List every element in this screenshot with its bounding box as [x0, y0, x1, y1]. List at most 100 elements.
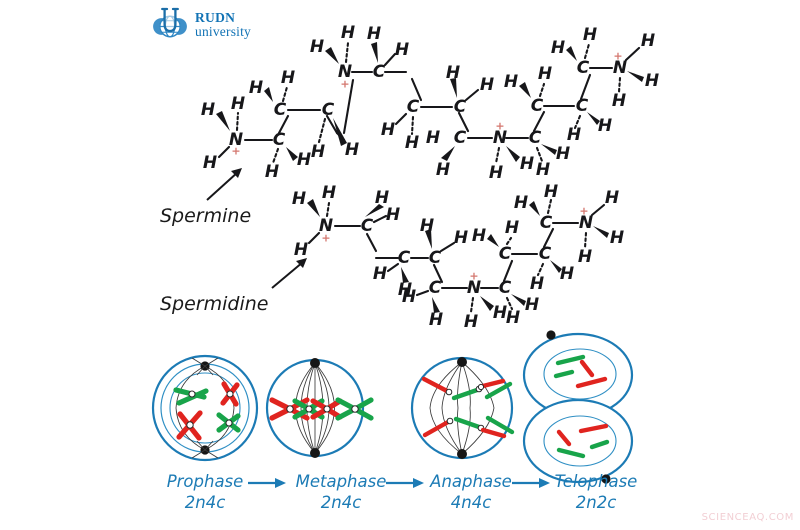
spermine-carbon-2: C H H: [249, 68, 295, 120]
phase-ploidy-prophase: 2n4c: [184, 492, 226, 512]
svg-text:C: C: [539, 244, 552, 264]
spermine-label: Spermine: [160, 205, 252, 227]
svg-text:H: H: [311, 142, 325, 162]
svg-text:N: N: [579, 213, 593, 233]
svg-text:H: H: [426, 128, 440, 148]
svg-text:H: H: [560, 264, 574, 284]
svg-text:H: H: [506, 308, 520, 328]
phase-ploidy-anaphase: 4n4c: [450, 492, 492, 512]
flow-arrow-3: [512, 478, 550, 488]
watermark: SCIENCEAQ.COM: [701, 512, 794, 523]
svg-text:H: H: [454, 228, 468, 248]
svg-text:N: N: [338, 62, 352, 82]
prophase-centrosome-bottom: [191, 440, 219, 459]
prophase-cell: [151, 354, 259, 462]
svg-text:H: H: [544, 182, 558, 202]
rudn-logo: RUDN university: [152, 6, 251, 44]
spermine-nitrogen-2: N + H H: [310, 23, 355, 91]
svg-text:H: H: [605, 188, 619, 208]
spermine-carbon-6: C H H: [446, 63, 494, 117]
svg-text:H: H: [598, 116, 612, 136]
phase-label-telophase: Telophase 2n2c: [540, 472, 652, 513]
svg-text:C: C: [407, 97, 420, 117]
spermidine-label: Spermidine: [160, 293, 269, 315]
spermine-carbon-7: C H H: [426, 128, 467, 180]
spermidine-carbon-5: C H H: [499, 278, 539, 328]
svg-text:H: H: [536, 160, 550, 180]
phase-name-prophase: Prophase: [166, 472, 244, 491]
metaphase-chromosomes: [269, 397, 374, 421]
svg-text:H: H: [446, 63, 460, 83]
flow-arrow-1: [248, 478, 286, 488]
svg-text:H: H: [386, 205, 400, 225]
svg-text:H: H: [265, 162, 279, 182]
svg-text:N: N: [467, 278, 481, 298]
svg-text:H: H: [310, 37, 324, 57]
spermidine-pointer-arrow: [271, 258, 307, 289]
phase-name-telophase: Telophase: [554, 472, 638, 491]
svg-text:H: H: [429, 310, 443, 330]
svg-text:H: H: [341, 23, 355, 43]
svg-text:H: H: [381, 120, 395, 140]
metaphase-cell: [265, 358, 374, 458]
svg-text:H: H: [578, 247, 592, 267]
telophase-daughter-cell-bottom: [522, 398, 634, 484]
spermine-nitrogen-3: N + H H: [489, 120, 534, 184]
flow-arrow-2: [386, 478, 424, 488]
svg-text:H: H: [294, 240, 308, 260]
svg-text:H: H: [641, 31, 655, 51]
svg-text:N: N: [229, 130, 243, 150]
svg-text:N: N: [613, 58, 627, 78]
svg-text:C: C: [576, 96, 589, 116]
svg-text:H: H: [525, 295, 539, 315]
spermine-structure: N + H H H C H H C H H: [201, 23, 659, 183]
telophase-chromosomes-top: [553, 354, 608, 389]
spermidine-carbon-3: C H H: [420, 216, 468, 268]
svg-text:H: H: [297, 150, 311, 170]
phase-name-metaphase: Metaphase: [295, 472, 387, 491]
svg-text:H: H: [530, 274, 544, 294]
svg-text:C: C: [429, 278, 442, 298]
svg-text:C: C: [531, 96, 544, 116]
spermine-carbon-10: C H H: [567, 96, 612, 145]
phase-label-anaphase: Anaphase 4n4c: [416, 472, 526, 513]
svg-text:+: +: [469, 270, 478, 283]
svg-text:+: +: [495, 120, 504, 133]
svg-text:H: H: [520, 154, 534, 174]
svg-text:C: C: [540, 213, 553, 233]
prophase-chromosomes: [173, 381, 241, 441]
spermidine-carbon-7: C H H: [530, 244, 574, 294]
phase-ploidy-telophase: 2n2c: [575, 492, 617, 512]
anaphase-chromosomes: [421, 376, 515, 439]
logo-subtitle: university: [195, 24, 251, 39]
spermidine-carbon-1: C H H: [361, 188, 400, 236]
svg-text:H: H: [489, 163, 503, 183]
svg-text:H: H: [405, 133, 419, 153]
spermine-carbon-11: C H H: [551, 25, 597, 78]
svg-text:H: H: [367, 24, 381, 44]
svg-text:H: H: [480, 75, 494, 95]
svg-text:H: H: [375, 188, 389, 208]
spermidine-nitrogen-3: N + H H H: [578, 188, 624, 267]
svg-text:H: H: [201, 100, 215, 120]
svg-text:C: C: [274, 100, 287, 120]
svg-text:C: C: [322, 100, 335, 120]
telophase-chromosomes-bottom: [556, 423, 610, 459]
svg-text:H: H: [583, 25, 597, 45]
logo-title: RUDN: [195, 10, 236, 26]
spermidine-nitrogen-1: N + H H H: [292, 183, 336, 260]
svg-text:C: C: [577, 58, 590, 78]
telophase-centrosome-top: [546, 330, 556, 340]
spermidine-structure: N + H H H C H H C H H: [292, 182, 624, 332]
phase-label-prophase: Prophase 2n4c: [150, 472, 260, 513]
svg-text:H: H: [322, 183, 336, 203]
svg-text:C: C: [373, 62, 386, 82]
svg-text:H: H: [645, 71, 659, 91]
svg-text:+: +: [340, 78, 349, 91]
svg-text:H: H: [398, 280, 412, 300]
phase-label-metaphase: Metaphase 2n4c: [282, 472, 400, 513]
spermine-carbon-4: C H H: [367, 24, 409, 82]
svg-text:C: C: [398, 248, 411, 268]
